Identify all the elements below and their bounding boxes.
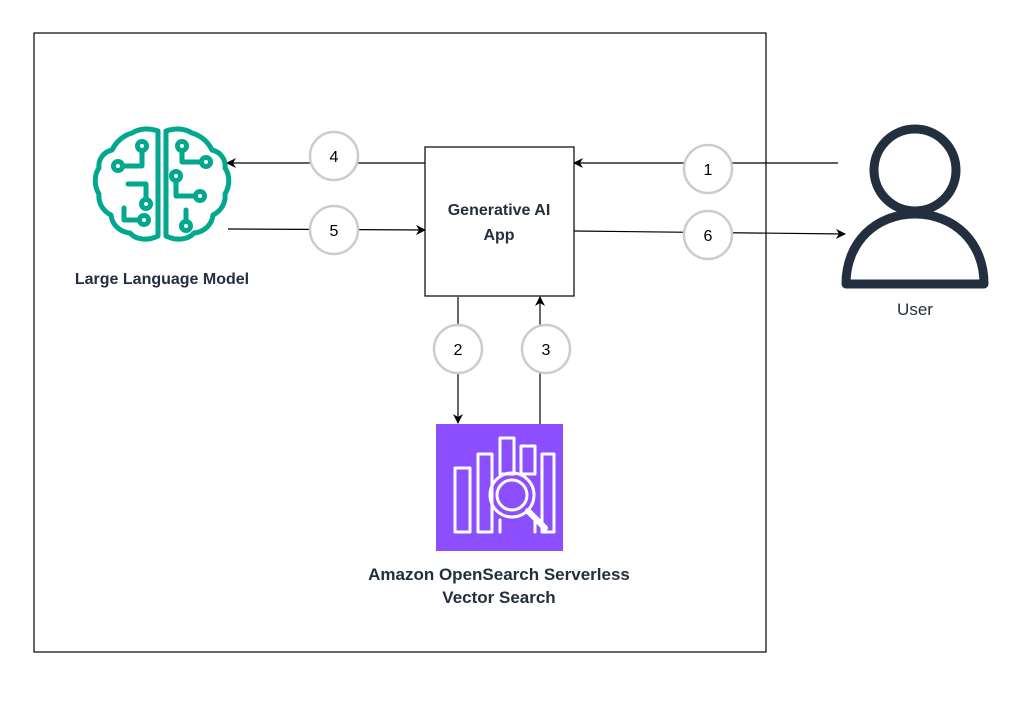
- opensearch-icon: [436, 424, 563, 551]
- generative-ai-app-node: Generative AI App: [424, 146, 575, 297]
- svg-text:3: 3: [542, 342, 551, 359]
- step-circle-3: 3: [520, 323, 572, 375]
- vector-search-label-line2: Vector Search: [442, 588, 555, 607]
- step-circle-6: 6: [682, 209, 734, 261]
- brain-circuit-icon: [92, 126, 232, 242]
- svg-text:6: 6: [704, 228, 713, 245]
- svg-text:5: 5: [330, 223, 339, 240]
- system-boundary: [33, 32, 767, 653]
- user-label: User: [897, 300, 933, 319]
- step-circle-4: 4: [308, 130, 360, 182]
- step-circle-1: 1: [682, 143, 734, 195]
- vector-search-label-line1: Amazon OpenSearch Serverless: [368, 565, 630, 584]
- svg-text:2: 2: [454, 342, 463, 359]
- step-circle-2: 2: [432, 323, 484, 375]
- svg-text:1: 1: [704, 162, 713, 179]
- llm-label: Large Language Model: [75, 271, 249, 288]
- user-icon: [841, 124, 989, 289]
- app-label-line1: Generative AI: [448, 202, 551, 219]
- app-label-line2: App: [483, 227, 514, 244]
- svg-text:4: 4: [330, 149, 339, 166]
- step-circle-5: 5: [308, 204, 360, 256]
